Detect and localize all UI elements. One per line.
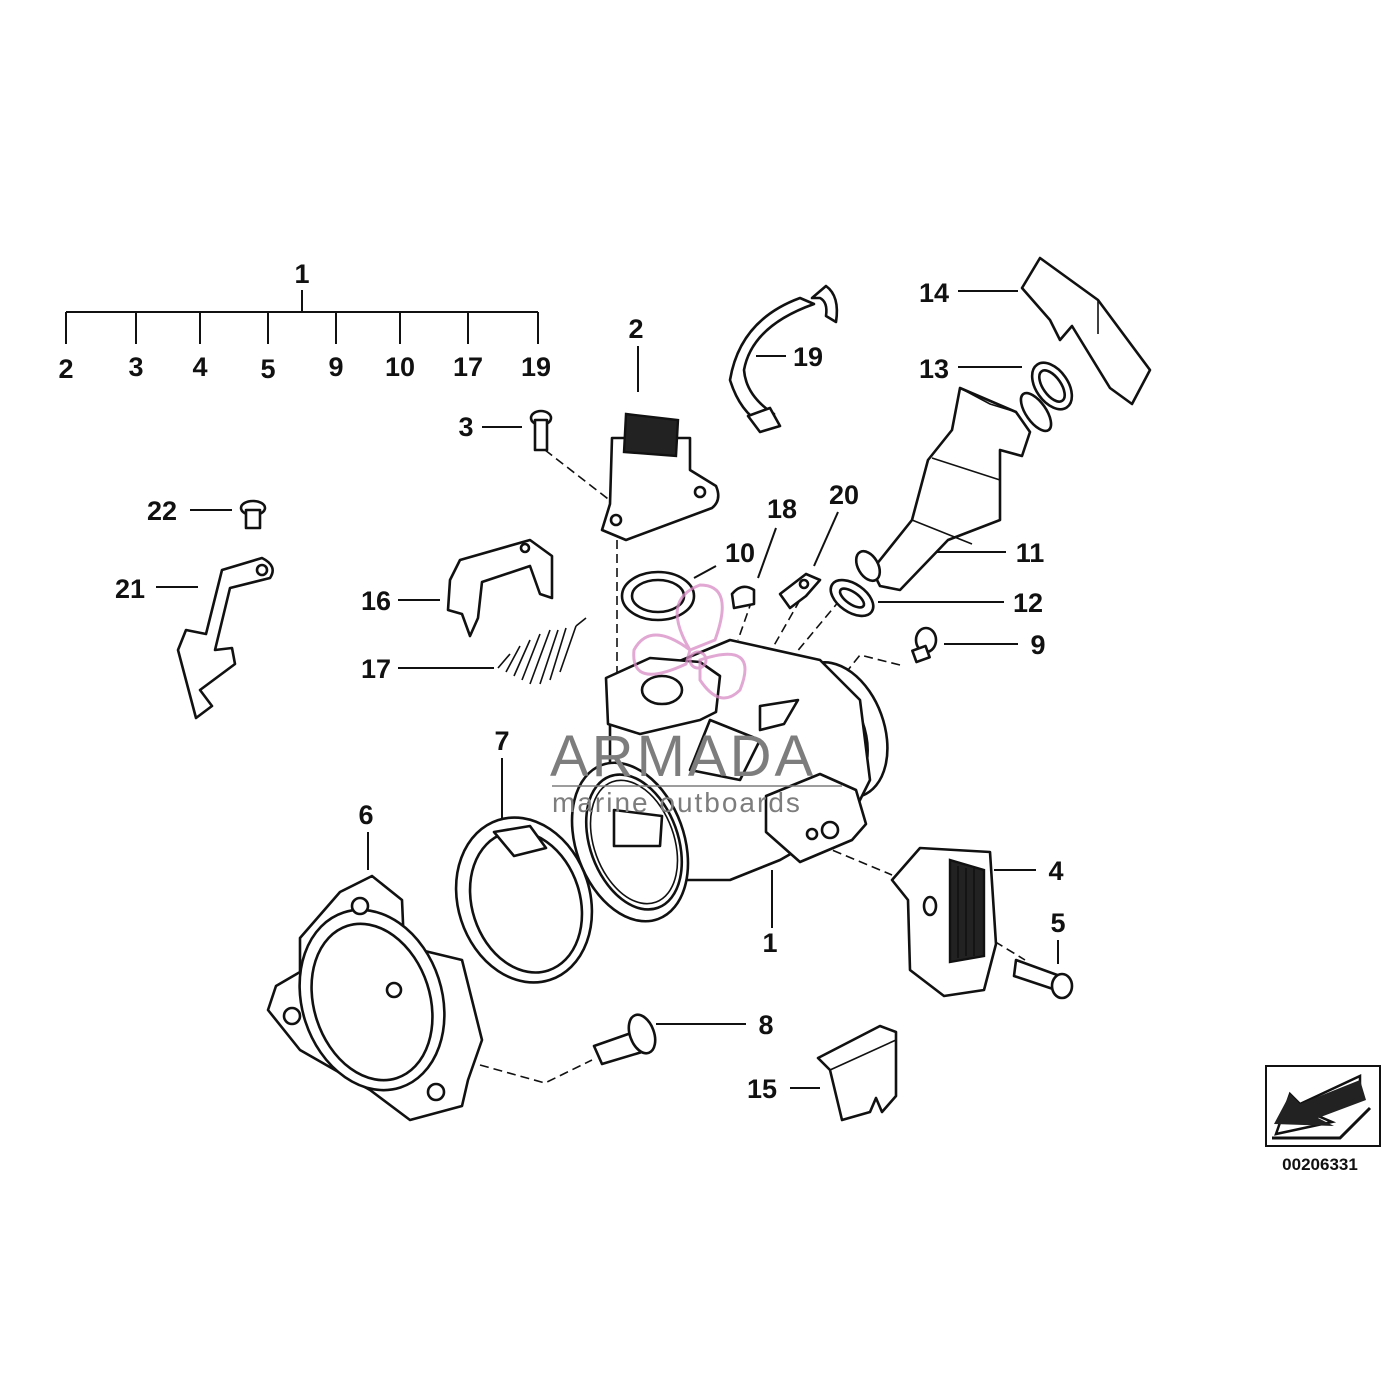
throttle-body-1 (570, 638, 889, 923)
sensor-4 (890, 846, 998, 998)
callout-3: 3 (458, 412, 473, 442)
bulb-9 (911, 626, 938, 664)
screw-3 (529, 409, 553, 452)
flange-6 (266, 874, 484, 1122)
direction-arrow-icon (1265, 1065, 1381, 1147)
callout-4: 4 (1048, 856, 1063, 886)
callout-13: 13 (919, 354, 949, 384)
bolt-8 (592, 1013, 657, 1066)
callout-6: 6 (358, 800, 373, 830)
callout-20: 20 (829, 480, 859, 510)
tree-child-label: 4 (192, 352, 207, 382)
callout-14: 14 (919, 278, 949, 308)
callouts: 2 3 22 21 16 17 10 18 20 19 14 13 11 12 … (115, 278, 1066, 1104)
callout-5: 5 (1050, 908, 1065, 938)
callout-15: 15 (747, 1074, 777, 1104)
bracket-21 (176, 556, 274, 720)
watermark-brand: ARMADA (550, 724, 816, 789)
seal-10 (620, 570, 696, 622)
callout-12: 12 (1013, 588, 1043, 618)
tree-child-label: 10 (385, 352, 415, 382)
clip-20 (778, 572, 822, 610)
callout-22: 22 (147, 496, 177, 526)
cap-15 (816, 1024, 898, 1122)
watermark-tagline: marine outboards (552, 787, 802, 818)
callout-16: 16 (361, 586, 391, 616)
parts-tree: 1 2 3 4 5 9 10 17 19 (58, 259, 551, 384)
spring-clip-19 (728, 284, 839, 434)
callout-8: 8 (758, 1010, 773, 1040)
gasket-12 (829, 578, 875, 618)
callout-2: 2 (628, 314, 643, 344)
tree-child-label: 9 (328, 352, 343, 382)
diagram-code: 00206331 (1282, 1155, 1358, 1174)
tree-child-label: 2 (58, 354, 73, 384)
screw-5 (1012, 958, 1074, 1000)
callout-1: 1 (762, 928, 777, 958)
tree-child-label: 3 (128, 352, 143, 382)
plug-18 (730, 585, 756, 610)
callout-10: 10 (725, 538, 755, 568)
callout-19: 19 (793, 342, 823, 372)
actuator-2 (600, 412, 720, 542)
callout-7: 7 (494, 726, 509, 756)
watermark: ARMADA marine outboards (550, 583, 842, 818)
callout-11: 11 (1016, 538, 1045, 568)
tree-child-label: 19 (521, 352, 551, 382)
callout-21: 21 (115, 574, 145, 604)
callout-18: 18 (767, 494, 797, 524)
callout-17: 17 (361, 654, 391, 684)
hose-clamp-7 (454, 816, 594, 984)
callout-9: 9 (1030, 630, 1045, 660)
tree-child-label: 5 (260, 354, 275, 384)
spring-17 (497, 617, 587, 685)
propeller-logo (632, 583, 747, 700)
clip-16 (446, 538, 554, 638)
screw-22 (239, 499, 267, 530)
tree-child-label: 17 (453, 352, 483, 382)
cap-14 (1020, 256, 1152, 406)
o-ring-13 (1030, 361, 1074, 411)
tree-parent-label: 1 (294, 259, 309, 289)
sensor-11 (854, 386, 1053, 592)
